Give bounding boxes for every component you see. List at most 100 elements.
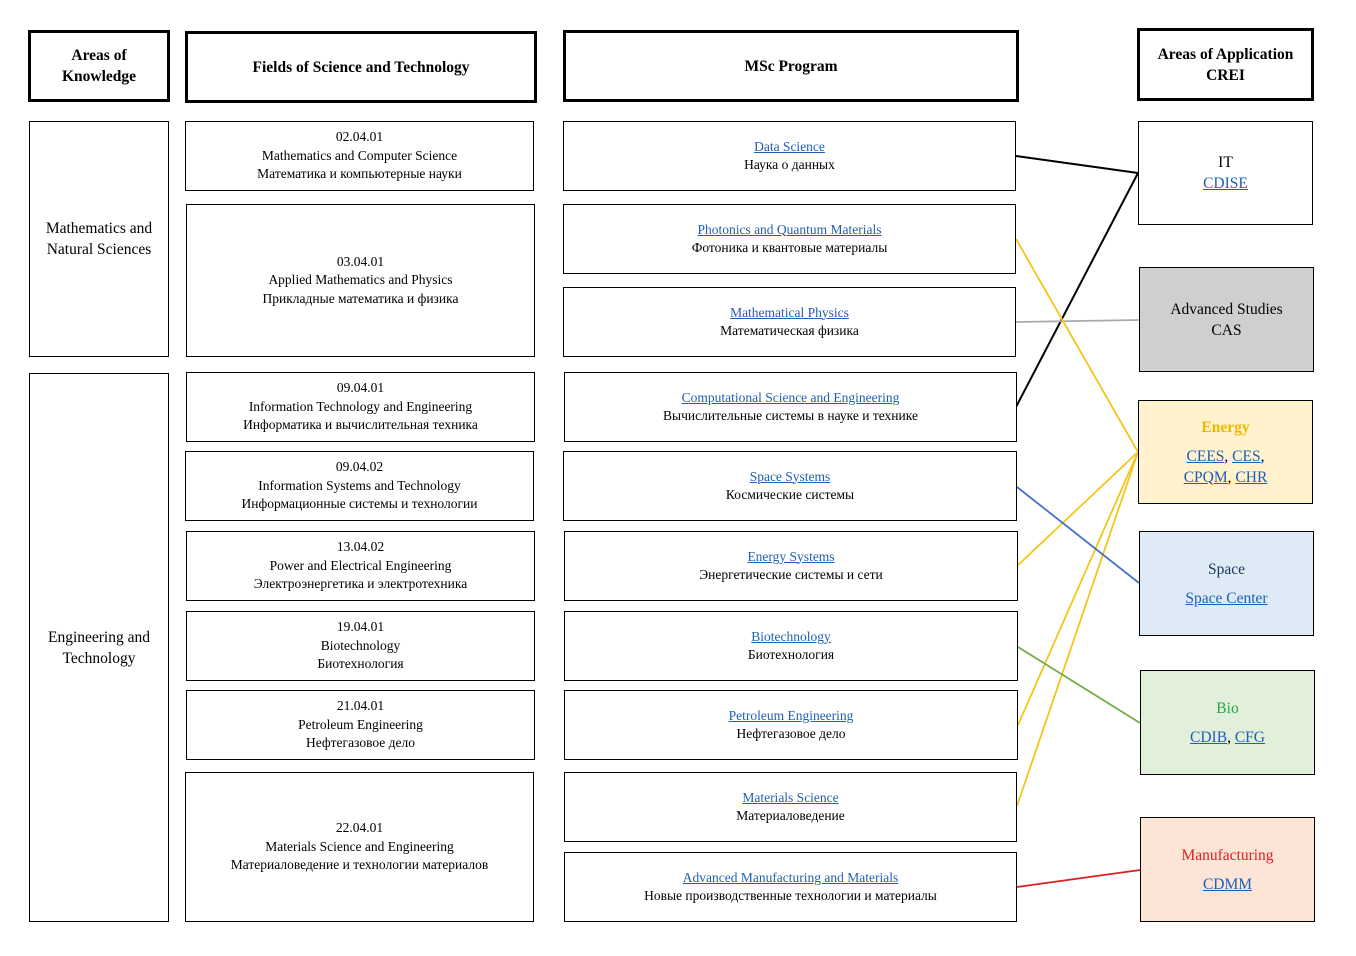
header-app-line1: Areas of Application xyxy=(1157,45,1294,63)
program-name-ru: Космические системы xyxy=(725,487,855,502)
field-box: 13.04.02 Power and Electrical Engineerin… xyxy=(186,531,535,601)
program-name-ru: Наука о данных xyxy=(744,157,835,172)
program-box: Energy Systems Энергетические системы и … xyxy=(564,531,1018,601)
field-code: 09.04.02 xyxy=(335,459,384,475)
field-name-en: Biotechnology xyxy=(320,637,401,653)
field-name-en: Mathematics and Computer Science xyxy=(261,147,458,163)
connector-energy xyxy=(1016,451,1139,807)
program-box: Space Systems Космические системы xyxy=(563,451,1017,521)
program-link[interactable]: Petroleum Engineering xyxy=(728,707,854,723)
program-name-ru: Фотоника и квантовые материалы xyxy=(691,240,888,255)
program-box: Petroleum Engineering Нефтегазовое дело xyxy=(564,690,1018,760)
field-box: 03.04.01 Applied Mathematics and Physics… xyxy=(186,204,535,357)
field-code: 02.04.01 xyxy=(335,129,384,145)
program-link[interactable]: Photonics and Quantum Materials xyxy=(697,221,882,237)
header-areas-of-knowledge: Areas of Knowledge xyxy=(28,30,170,102)
program-link[interactable]: Mathematical Physics xyxy=(730,304,849,320)
program-box: Mathematical Physics Математическая физи… xyxy=(563,287,1016,357)
connector-cas xyxy=(1015,319,1140,323)
field-name-ru: Информационные системы и технологии xyxy=(241,496,478,512)
area-label-line2: Technology xyxy=(62,649,136,667)
field-box: 22.04.01 Materials Science and Engineeri… xyxy=(185,772,534,922)
app-title: Space xyxy=(1207,560,1245,578)
field-name-en: Petroleum Engineering xyxy=(298,716,423,732)
field-code: 03.04.01 xyxy=(336,253,385,269)
field-name-ru: Материаловедение и технологии материалов xyxy=(230,857,489,873)
app-link-space-center[interactable]: Space Center xyxy=(1185,589,1268,607)
app-box-advanced-studies: Advanced Studies CAS xyxy=(1139,267,1314,372)
program-box: Advanced Manufacturing and Materials Нов… xyxy=(564,852,1017,922)
app-title: Bio xyxy=(1216,699,1239,717)
connector-manufacturing xyxy=(1016,869,1141,888)
app-link-cdise[interactable]: CDISE xyxy=(1203,175,1248,192)
area-engineering-technology: Engineering and Technology xyxy=(29,373,169,922)
area-label-line1: Mathematics and xyxy=(45,220,153,237)
field-name-ru: Математика и компьютерные науки xyxy=(257,166,462,182)
field-name-en: Information Systems and Technology xyxy=(258,477,461,493)
field-box: 09.04.02 Information Systems and Technol… xyxy=(185,451,534,521)
field-name-ru: Прикладные математика и физика xyxy=(262,290,459,306)
area-label-line2: Natural Sciences xyxy=(46,241,152,258)
field-code: 19.04.01 xyxy=(336,619,385,635)
header-msc-program: MSc Program xyxy=(563,30,1019,102)
app-link-cees[interactable]: CEES xyxy=(1186,447,1225,465)
field-box: 21.04.01 Petroleum Engineering Нефтегазо… xyxy=(186,690,535,760)
program-box: Biotechnology Биотехнология xyxy=(564,611,1018,681)
program-name-ru: Биотехнология xyxy=(747,647,835,662)
header-fields: Fields of Science and Technology xyxy=(185,31,537,103)
field-code: 13.04.02 xyxy=(336,539,385,555)
program-name-ru: Математическая физика xyxy=(720,323,859,338)
connector-energy xyxy=(1016,451,1139,567)
header-areas-line1: Areas of xyxy=(71,47,127,64)
header-app-line2: CREI xyxy=(1206,66,1245,84)
program-name-ru: Материаловедение xyxy=(736,808,845,823)
app-link-cpqm[interactable]: CPQM xyxy=(1183,468,1228,486)
field-name-ru: Нефтегазовое дело xyxy=(306,735,415,751)
app-subtitle: CAS xyxy=(1211,321,1242,339)
app-link-chr[interactable]: CHR xyxy=(1235,468,1268,486)
connector-bio xyxy=(1017,646,1141,724)
app-box-manufacturing: Manufacturing CDMM xyxy=(1140,817,1315,922)
field-name-en: Applied Mathematics and Physics xyxy=(268,272,453,288)
app-links-row: CEES, CES, xyxy=(1186,447,1265,465)
program-link[interactable]: Computational Science and Engineering xyxy=(681,389,900,405)
header-areas-of-application: Areas of Application CREI xyxy=(1137,28,1314,101)
field-name-ru: Информатика и вычислительная техника xyxy=(243,417,478,433)
program-link[interactable]: Biotechnology xyxy=(751,628,831,644)
field-code: 21.04.01 xyxy=(336,698,385,714)
field-box: 09.04.01 Information Technology and Engi… xyxy=(186,372,535,442)
header-programs-label: MSc Program xyxy=(744,57,838,75)
app-link-cdmm[interactable]: CDMM xyxy=(1202,875,1253,893)
app-link-ces[interactable]: CES xyxy=(1232,447,1261,465)
field-code: 09.04.01 xyxy=(336,380,385,396)
connector-space xyxy=(1016,486,1140,584)
app-title: Manufacturing xyxy=(1181,846,1274,864)
app-links-row: CPQM, CHR xyxy=(1183,468,1268,486)
app-links-row: CDIB, CFG xyxy=(1190,728,1265,746)
app-title: IT xyxy=(1218,154,1233,171)
app-title: Energy xyxy=(1201,418,1250,436)
program-box: Photonics and Quantum Materials Фотоника… xyxy=(563,204,1016,274)
program-link[interactable]: Materials Science xyxy=(742,789,839,805)
app-link-cfg[interactable]: CFG xyxy=(1234,728,1265,746)
program-name-ru: Вычислительные системы в науке и технике xyxy=(663,408,918,423)
field-name-en: Information Technology and Engineering xyxy=(248,398,473,414)
program-box: Computational Science and Engineering Вы… xyxy=(564,372,1017,442)
program-name-ru: Энергетические системы и сети xyxy=(699,567,883,582)
program-box: Materials Science Материаловедение xyxy=(564,772,1017,842)
program-name-ru: Новые производственные технологии и мате… xyxy=(644,888,937,903)
area-math-natural-sciences: Mathematics and Natural Sciences xyxy=(29,121,169,357)
program-link[interactable]: Data Science xyxy=(754,138,825,154)
program-box: Data Science Наука о данных xyxy=(563,121,1016,191)
program-link[interactable]: Space Systems xyxy=(749,468,831,484)
field-name-en: Power and Electrical Engineering xyxy=(269,557,452,573)
app-link-cdib[interactable]: CDIB xyxy=(1190,728,1228,746)
program-link[interactable]: Energy Systems xyxy=(747,548,835,564)
header-fields-label: Fields of Science and Technology xyxy=(252,58,470,76)
app-box-it: IT CDISE xyxy=(1138,121,1313,225)
app-title: Advanced Studies xyxy=(1170,300,1283,318)
program-link[interactable]: Advanced Manufacturing and Materials xyxy=(682,869,899,885)
field-code: 22.04.01 xyxy=(335,820,384,836)
app-box-energy: Energy CEES, CES, CPQM, CHR xyxy=(1138,400,1313,504)
